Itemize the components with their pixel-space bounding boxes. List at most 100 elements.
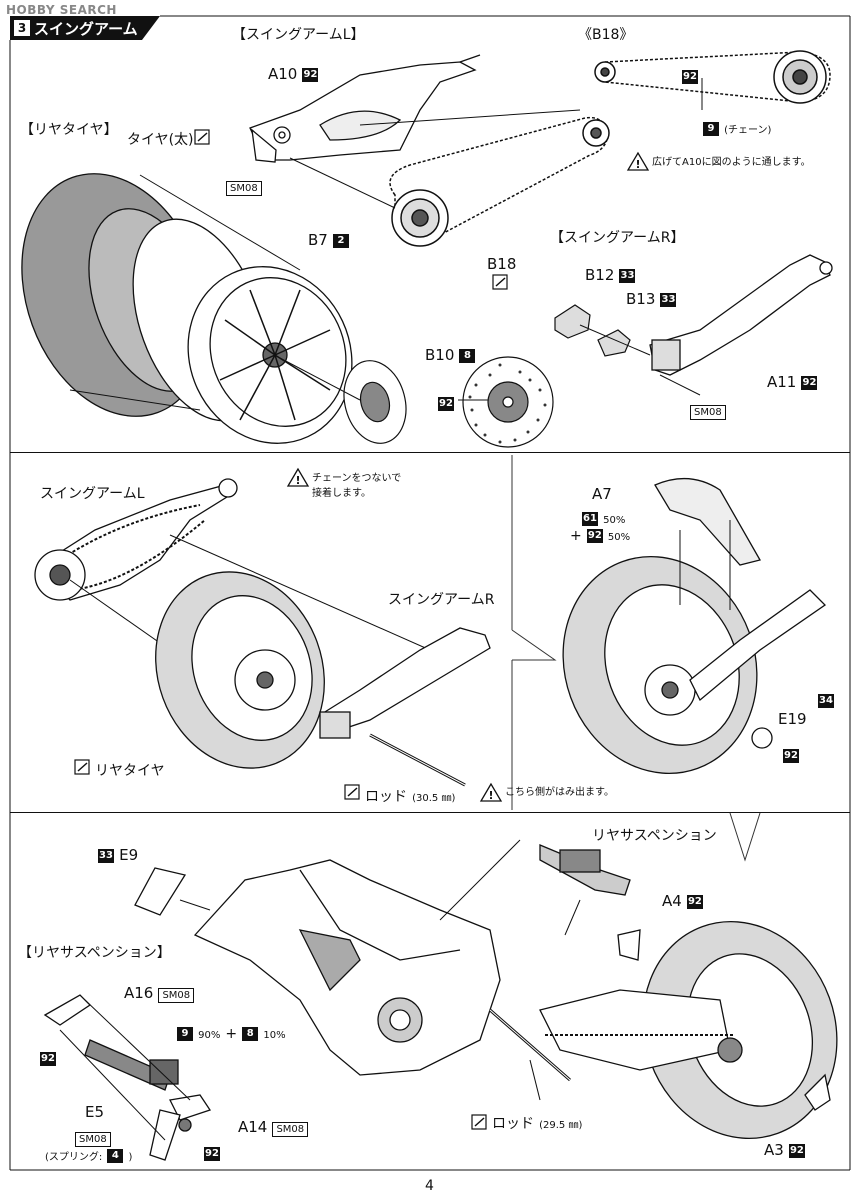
- tire-label: タイヤ(太): [127, 132, 194, 148]
- shock-absorber-top: [539, 844, 631, 896]
- chain-color: 92: [682, 66, 698, 85]
- swingarm-r-part: [649, 254, 833, 376]
- a14-color-badge: 92: [204, 1146, 220, 1161]
- a3-label: A3 92: [764, 1140, 805, 1159]
- b7-color-badge: 2: [332, 233, 349, 248]
- b12-part-number: B12: [585, 266, 615, 284]
- brake-disc-b10: [343, 360, 407, 444]
- a7-label: A7: [592, 485, 612, 503]
- middle-chain-swingarm: [34, 478, 238, 601]
- chain-note-badge: 9: [703, 121, 719, 136]
- rear-tire-text: リヤタイヤ: [95, 763, 165, 779]
- divider-bottom: [10, 812, 850, 813]
- sm08-label: SM08: [158, 988, 195, 1003]
- b10-color-badge: 8: [459, 348, 476, 363]
- a11-label: A11 92: [767, 372, 818, 391]
- a7-mix-badge-2: 92: [586, 528, 603, 543]
- step-header: 3 スイングアーム: [10, 16, 160, 40]
- svg-text:!: !: [488, 789, 493, 802]
- watermark: HOBBY SEARCH: [6, 3, 117, 17]
- chain-b18: [389, 116, 610, 247]
- warning-icon: [286, 151, 650, 802]
- a7-mix-1: 61 50%: [582, 508, 625, 527]
- chain-b18-detail: [594, 50, 831, 104]
- a3-bracket: [804, 1073, 831, 1111]
- susp-mix-pct-1: 90%: [198, 1030, 221, 1041]
- a4-part-number: A4: [662, 892, 682, 910]
- svg-text:!: !: [295, 474, 300, 487]
- susp-mix-badge-2: 8: [242, 1026, 259, 1041]
- middle-rear-wheel: [155, 571, 325, 769]
- e9-label: 33 E9: [98, 845, 138, 864]
- spring-text: (スプリング:: [45, 1152, 103, 1163]
- rear-tire-label: リヤタイヤ: [95, 760, 165, 779]
- swingarm-r-label: スイングアームR: [388, 592, 495, 608]
- warning-chain-line2: 接着します。: [312, 488, 371, 499]
- sm08-label: SM08: [272, 1122, 309, 1137]
- a14-part-number: A14: [238, 1118, 268, 1136]
- a11-color-badge: 92: [801, 375, 818, 390]
- swingarm-l-part: [249, 54, 481, 163]
- rod-29-label: ロッド (29.5 ㎜): [492, 1113, 582, 1132]
- page-number: 4: [425, 1178, 434, 1194]
- divider-top: [10, 452, 850, 453]
- chain-color-badge: 92: [682, 69, 698, 84]
- b18-label: B18: [487, 255, 517, 273]
- b7-label: B7 2: [308, 230, 349, 249]
- a3-color-badge: 92: [788, 1143, 805, 1158]
- a16-part-number: A16: [124, 984, 154, 1002]
- sm08-a: SM08: [226, 176, 262, 196]
- a4-bracket: [617, 929, 641, 961]
- b7-part-number: B7: [308, 231, 328, 249]
- rear-suspension-label: リヤサスペンション: [592, 828, 717, 844]
- sm08-label: SM08: [226, 181, 262, 196]
- middle-right-assembly: [562, 477, 827, 775]
- spring-color-badge: 4: [107, 1148, 124, 1163]
- b12-label: B12 33: [585, 265, 636, 284]
- a4-label: A4 92: [662, 891, 703, 910]
- a7-mix-pct-1: 50%: [603, 515, 626, 526]
- warning-rod-text: こちら側がはみ出ます。: [505, 787, 614, 798]
- susp-mix-pct-2: 10%: [263, 1030, 286, 1041]
- a7-mix-plus: +: [570, 528, 582, 544]
- a10-part-number: A10: [268, 65, 298, 83]
- susp-mix-plus: +: [225, 1026, 238, 1042]
- b13-color-badge: 33: [660, 292, 677, 307]
- left-color-badge: 92: [40, 1051, 56, 1066]
- e5-label: E5: [85, 1103, 105, 1121]
- rod-label-text: ロッド: [492, 1116, 534, 1132]
- b10-part-number: B10: [425, 346, 455, 364]
- wheel-b7-part: [187, 266, 353, 444]
- chain-note: 9 (チェーン): [703, 118, 771, 137]
- b13-label: B13 33: [626, 289, 677, 308]
- a3-part-number: A3: [764, 1141, 784, 1159]
- rod-label-text: ロッド: [365, 789, 407, 805]
- e19-top-color: 34: [818, 690, 834, 709]
- a14-label: A14 SM08: [238, 1117, 309, 1137]
- a4-color-badge: 92: [686, 894, 703, 909]
- left-color: 92: [40, 1048, 56, 1067]
- a14-color: 92: [204, 1143, 220, 1162]
- chain-note-text: (チェーン): [724, 125, 772, 136]
- sm08-label: SM08: [690, 405, 726, 420]
- b10-label: B10 8: [425, 345, 476, 364]
- a11-part-number: A11: [767, 373, 797, 391]
- swingarm-r-title: 【スイングアームR】: [550, 230, 685, 246]
- rod-size-text: (30.5 ㎜): [412, 793, 456, 804]
- spring-close: ): [128, 1152, 133, 1163]
- a10-color-badge: 92: [302, 67, 319, 82]
- frame-assembly: [193, 859, 501, 1076]
- a10-label: A10 92: [268, 64, 319, 83]
- e9-part-number: E9: [119, 846, 139, 864]
- rear-suspension-detail: [43, 994, 212, 1161]
- disc-color: 92: [438, 393, 454, 412]
- warning-spread-text: 広げてA10に図のように通します。: [652, 157, 811, 168]
- e19-color: 92: [783, 745, 799, 764]
- step-title: スイングアーム: [34, 19, 138, 38]
- warning-chain-line1: チェーンをつないで: [312, 473, 402, 484]
- e9-color-badge: 33: [98, 848, 114, 863]
- a7-mix-pct-2: 50%: [607, 532, 631, 543]
- brake-disc-detail: [462, 356, 554, 448]
- sm08-b: SM08: [690, 400, 726, 420]
- sm08-d: SM08: [75, 1127, 111, 1147]
